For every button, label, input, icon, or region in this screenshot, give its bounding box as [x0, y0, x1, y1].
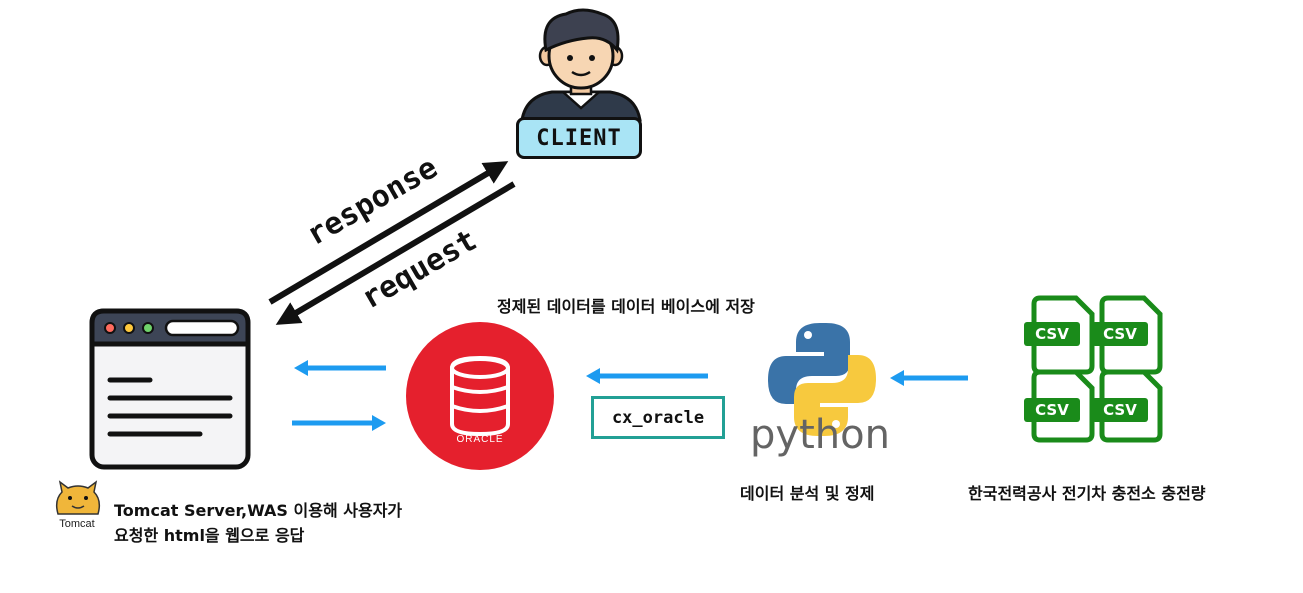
- csv-file-label-4: CSV: [1103, 401, 1137, 419]
- tomcat-caption-line1: Tomcat Server,WAS 이용해 사용자가: [114, 501, 403, 520]
- oracle-brand-label: ORACLE: [456, 434, 504, 445]
- csv-file-label-3: CSV: [1035, 401, 1069, 419]
- csv-file-icon-4: [1092, 369, 1163, 443]
- blue-arrow-browser-to-oracle: [292, 415, 386, 431]
- tomcat-logo-label: Tomcat: [59, 518, 95, 530]
- csv-file-icon-2: [1092, 295, 1163, 375]
- client-badge: CLIENT: [516, 117, 642, 159]
- blue-arrow-csv-to-python: [890, 370, 968, 386]
- database-caption: 정제된 데이터를 데이터 베이스에 저장: [497, 297, 755, 316]
- response-arrow: [268, 161, 509, 305]
- csv-file-label-1: CSV: [1035, 325, 1069, 343]
- tomcat-caption-line2: 요청한 html을 웹으로 응답: [114, 526, 305, 545]
- blue-arrow-python-to-oracle: [586, 368, 708, 384]
- blue-arrow-oracle-to-browser: [294, 360, 386, 376]
- csv-file-icon-3: [1024, 369, 1095, 443]
- tomcat-logo-icon: [55, 480, 101, 515]
- cx-oracle-box: cx_oracle: [591, 396, 725, 439]
- python-wordmark: python: [750, 412, 890, 458]
- csv-caption: 한국전력공사 전기차 충전소 충전량: [968, 484, 1206, 503]
- python-logo-icon: [768, 323, 876, 436]
- csv-file-label-2: CSV: [1103, 325, 1137, 343]
- python-caption: 데이터 분석 및 정제: [740, 484, 875, 503]
- client-person-icon: [520, 8, 642, 122]
- oracle-database-icon: [406, 322, 554, 470]
- request-arrow: [275, 181, 516, 325]
- csv-file-icon-1: [1024, 295, 1095, 375]
- browser-window-icon: [89, 308, 251, 470]
